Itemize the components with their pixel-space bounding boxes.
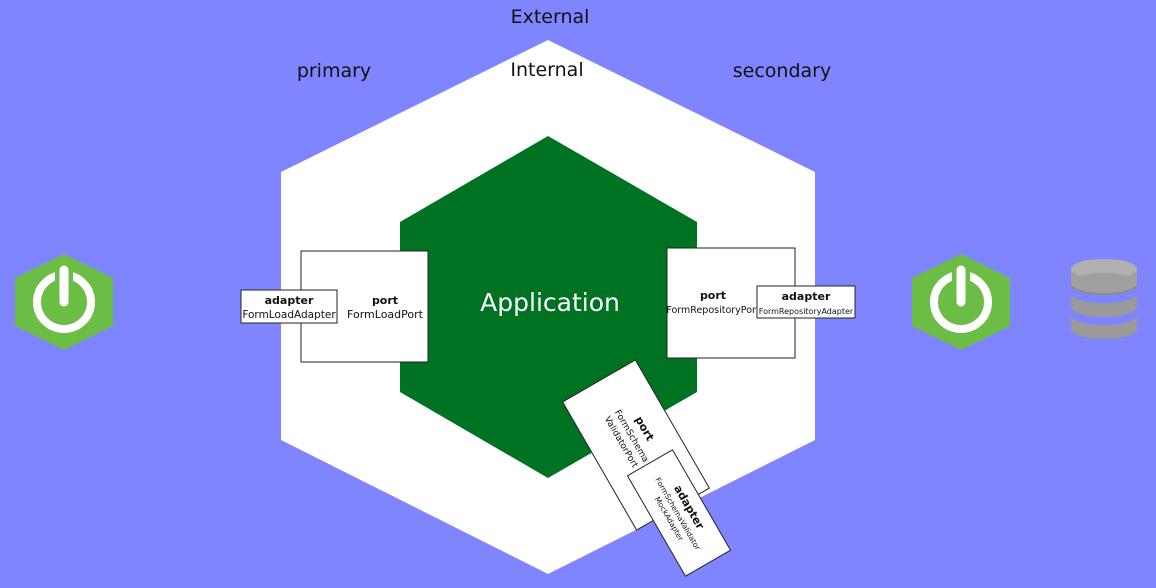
left-adapter-title: adapter — [265, 294, 314, 307]
left-port-name: FormLoadPort — [347, 308, 424, 321]
application-label: Application — [480, 288, 620, 317]
left-port-title: port — [372, 294, 398, 307]
spring-power-icon — [912, 254, 1010, 350]
right-adapter: adapter FormRepositoryAdapter — [756, 285, 856, 319]
left-adapter-name: FormLoadAdapter — [242, 309, 336, 321]
right-port-title: port — [700, 289, 726, 302]
right-adapter-name: FormRepositoryAdapter — [759, 307, 854, 316]
external-label: External — [511, 6, 590, 28]
right-port-name: FormRepositoryPort — [666, 305, 760, 316]
bottom-adapter: adapter FormSchemaValidator MockAdapter — [626, 449, 732, 577]
internal-label: Internal — [510, 59, 583, 81]
right-adapter-title: adapter — [782, 290, 831, 303]
primary-label: primary — [297, 60, 371, 82]
left-adapter: adapter FormLoadAdapter — [240, 289, 338, 324]
secondary-label: secondary — [733, 60, 831, 82]
database-icon — [1071, 259, 1137, 339]
spring-power-icon — [15, 254, 113, 350]
